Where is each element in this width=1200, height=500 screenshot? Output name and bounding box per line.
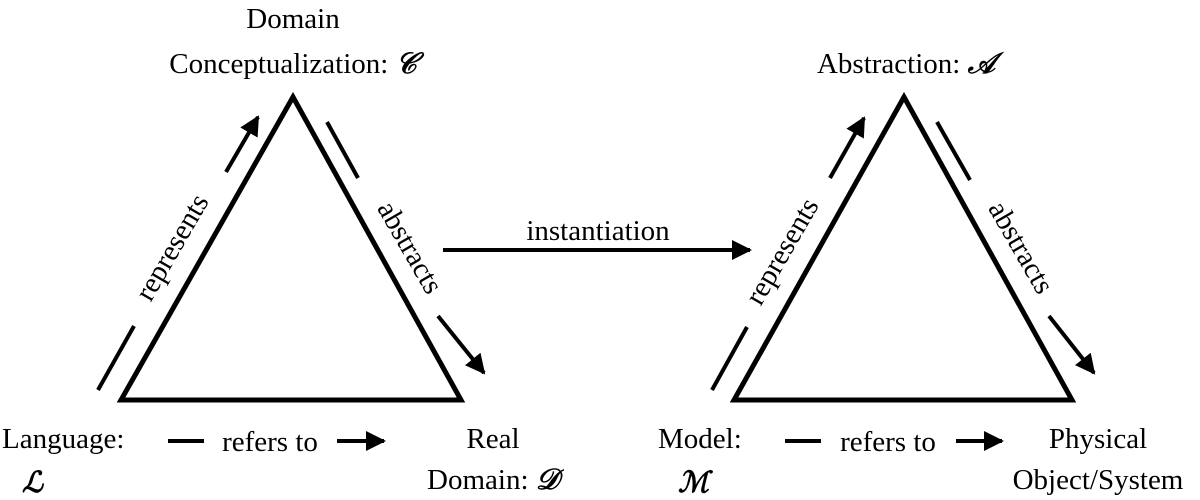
right-represents-label: represents [739,193,825,311]
left-top-label-text: Conceptualization: [169,48,395,80]
model-symbol: ℳ [678,465,714,499]
right-bottom-right-line1: Physical [1049,423,1147,455]
left-bottom-left-label: Language: [2,423,124,455]
right-represents-arrow [710,326,749,391]
left-bottom-right-line2: Domain: 𝒟 [427,462,565,496]
left-top-label-line2: Conceptualization: 𝒞 [169,46,424,80]
instantiation-label: instantiation [526,215,670,247]
instantiation-group: instantiation [443,215,752,260]
right-bottom-right-line2: Object/System [1013,464,1184,496]
left-abstracts-arrow-head [436,314,486,375]
left-represents-arrow-head [224,115,260,174]
abstraction-symbol: 𝒜 [967,46,1005,80]
right-triangle [729,91,1077,403]
right-top-label-text: Abstraction: [817,48,968,80]
left-bottom-right-line1: Real [466,423,519,455]
left-refers-label: refers to [222,426,318,458]
domain-conceptualization-symbol: 𝒞 [396,46,425,80]
right-abstracts-arrow-head [1047,314,1096,375]
right-abstracts-arrow [935,121,972,181]
real-domain-symbol: 𝒟 [536,462,565,496]
right-abstracts-label: abstracts [982,196,1060,300]
right-refers-label: refers to [840,426,936,458]
right-triangle-group: represents abstracts refers to Abstracti… [658,46,1184,499]
right-bottom-left-label: Model: [658,423,742,455]
left-represents-label: represents [129,189,215,307]
left-top-label-line1: Domain [246,3,340,35]
right-top-label: Abstraction: 𝒜 [817,46,1005,80]
left-triangle [116,91,466,403]
left-bottom-right-text: Domain: [427,464,536,496]
left-represents-arrow [96,325,136,391]
left-abstracts-label: abstracts [371,196,449,300]
right-represents-arrow-head [828,116,866,179]
left-abstracts-arrow [325,121,360,179]
language-symbol: ℒ [22,465,44,499]
